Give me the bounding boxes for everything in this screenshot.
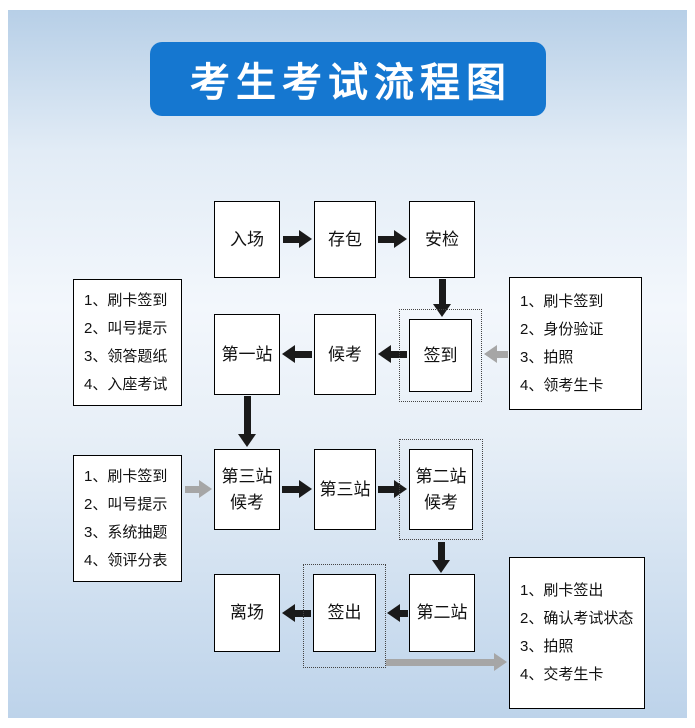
arrow-down-icon xyxy=(432,560,450,573)
arrow-shaft xyxy=(400,609,408,617)
note-line: 1、刷卡签到 xyxy=(520,292,604,310)
node-exit: 离场 xyxy=(214,574,280,652)
arrow-shaft xyxy=(283,235,299,243)
note-line: 4、交考生卡 xyxy=(520,666,604,683)
note-line: 2、叫号提示 xyxy=(84,495,168,513)
node-bag-storage: 存包 xyxy=(314,201,376,278)
arrow-shaft xyxy=(378,235,394,243)
note-line: 2、确认考试状态 xyxy=(520,610,634,627)
arrow-down-icon xyxy=(433,304,451,317)
note-line: 4、领评分表 xyxy=(84,551,168,569)
arrow-shaft xyxy=(295,350,312,358)
note-line: 3、系统抽题 xyxy=(84,523,168,541)
note-line: 1、刷卡签到 xyxy=(84,291,168,309)
arrow-down-icon xyxy=(238,434,256,447)
node-entry: 入场 xyxy=(214,201,280,278)
arrow-shaft xyxy=(243,396,251,434)
node-security-check: 安检 xyxy=(409,201,475,278)
node-station-3-waiting: 第三站 候考 xyxy=(214,449,280,530)
note-line: 2、叫号提示 xyxy=(84,319,168,337)
station2wait-dotted-outline xyxy=(399,439,483,540)
note-station3: 1、刷卡签到 2、叫号提示 3、系统抽题 4、领评分表 xyxy=(73,455,182,582)
flow-arrow-station3-to-station2wait xyxy=(378,480,407,498)
flow-arrow-station3wait-to-station3 xyxy=(282,480,312,498)
signin-dotted-outline xyxy=(399,309,482,402)
link-arrow-note-to-signin xyxy=(484,345,508,363)
arrow-right-icon xyxy=(494,653,507,671)
note-line: 4、入座考试 xyxy=(84,375,168,393)
flow-arrow-bag-to-security xyxy=(378,230,407,248)
note-line: 3、拍照 xyxy=(520,348,574,366)
note-line: 1、刷卡签到 xyxy=(84,467,168,485)
flow-arrow-station1-to-station3wait xyxy=(238,396,256,447)
node-station-3: 第三站 xyxy=(314,449,376,530)
note-line: 3、领答题纸 xyxy=(84,347,168,365)
flow-arrow-security-to-signin xyxy=(433,279,451,317)
arrow-shaft xyxy=(497,350,508,358)
signout-dotted-outline xyxy=(303,564,386,668)
flow-arrow-entry-to-bag xyxy=(283,230,312,248)
note-line: 2、身份验证 xyxy=(520,320,604,338)
node-station-2: 第二站 xyxy=(409,574,475,652)
note-line: 4、领考生卡 xyxy=(520,376,604,394)
flow-arrow-station2wait-to-station2 xyxy=(432,542,450,573)
node-waiting: 候考 xyxy=(314,314,376,395)
arrow-right-icon xyxy=(394,230,407,248)
note-signout: 1、刷卡签出 2、确认考试状态 3、拍照 4、交考生卡 xyxy=(509,557,645,709)
note-line: 3、拍照 xyxy=(520,638,574,655)
node-station-2-waiting: 第二站 候考 xyxy=(409,449,473,530)
arrow-right-icon xyxy=(299,480,312,498)
arrow-shaft xyxy=(378,485,394,493)
flow-arrow-waiting-to-station1 xyxy=(282,345,312,363)
arrow-right-icon xyxy=(199,480,212,498)
arrow-shaft xyxy=(282,485,299,493)
arrow-left-icon xyxy=(282,604,295,622)
note-station1: 1、刷卡签到 2、叫号提示 3、领答题纸 4、入座考试 xyxy=(73,279,182,406)
arrow-shaft xyxy=(438,279,446,304)
arrow-shaft xyxy=(185,485,199,493)
arrow-left-icon xyxy=(387,604,400,622)
arrow-left-icon xyxy=(484,345,497,363)
node-sign-in: 签到 xyxy=(409,319,472,392)
node-sign-out: 签出 xyxy=(313,574,376,652)
arrow-shaft xyxy=(386,658,494,666)
arrow-left-icon xyxy=(282,345,295,363)
title-banner: 考生考试流程图 xyxy=(150,42,546,116)
page-title: 考生考试流程图 xyxy=(190,61,512,105)
arrow-right-icon xyxy=(394,480,407,498)
note-line: 1、刷卡签出 xyxy=(520,582,604,599)
node-station-1: 第一站 xyxy=(214,314,280,395)
arrow-right-icon xyxy=(299,230,312,248)
arrow-left-icon xyxy=(378,345,391,363)
flow-arrow-station2-to-signout xyxy=(387,604,408,622)
link-arrow-note-to-station3wait xyxy=(185,480,212,498)
arrow-shaft xyxy=(437,542,445,560)
link-arrow-signout-to-note xyxy=(386,653,507,671)
note-signin: 1、刷卡签到 2、身份验证 3、拍照 4、领考生卡 xyxy=(509,277,642,410)
